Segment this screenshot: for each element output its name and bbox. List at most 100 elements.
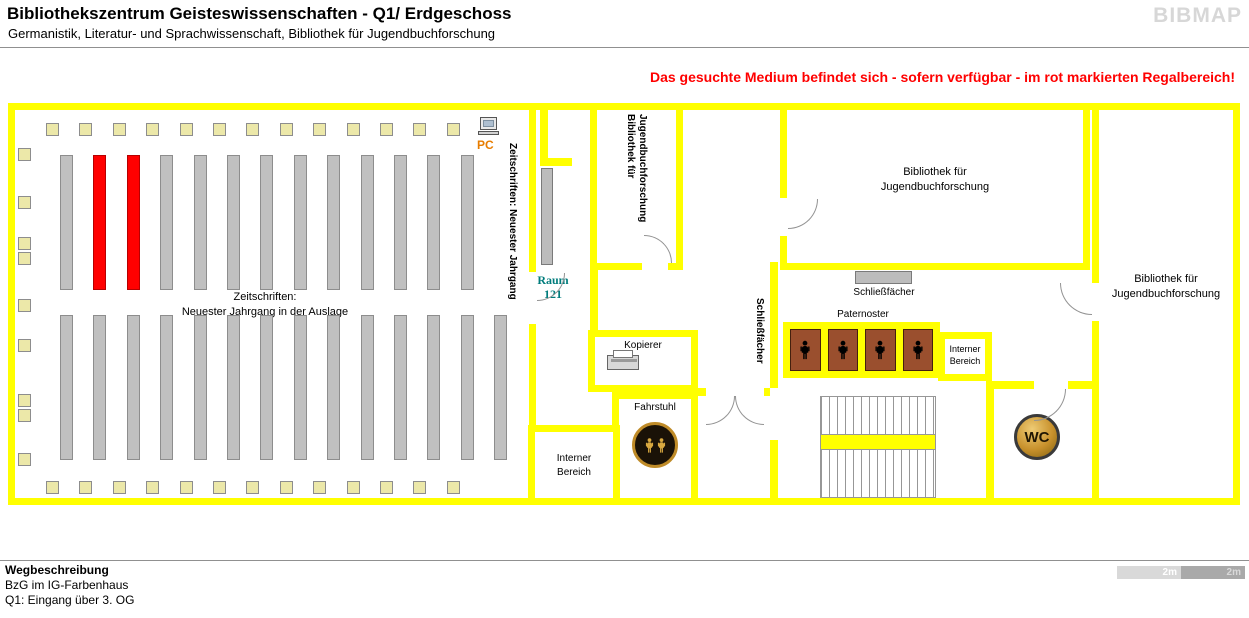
shelf-top-1 [60, 155, 73, 290]
shelf-top-10 [360, 155, 374, 290]
wall-shelf-top-12 [413, 123, 427, 136]
shelf-bottom-9 [327, 315, 341, 460]
wall-shelf-bottom-4 [146, 481, 160, 494]
interner-left-label: Interner Bereich [535, 452, 613, 479]
lockers-label: Schließfächer [853, 287, 915, 298]
paternoster-cabin [865, 329, 896, 371]
jugendbuch-right-line2: Jugendbuchforschung [1111, 287, 1221, 300]
interner-right-line2: Bereich [949, 356, 981, 367]
shelf-bottom-4 [160, 315, 174, 460]
jugendbuch-right-label: Bibliothek für Jugendbuchforschung [1099, 272, 1233, 302]
elevator-person-icon [645, 437, 653, 453]
highlight-notice: Das gesuchte Medium befindet sich - sofe… [649, 69, 1235, 85]
wall-shelf-bottom-11 [380, 481, 393, 494]
room-interner-bereich-left: Interner Bereich [528, 425, 620, 505]
shelf-bottom-5 [193, 315, 207, 460]
jugendbuch-top-line1: Bibliothek für [903, 166, 967, 178]
paternoster-cabin [790, 329, 821, 371]
staircase [820, 396, 936, 498]
stair-landing [820, 435, 936, 449]
wall-shelf-top-7 [246, 123, 260, 136]
shelf-bottom-1 [60, 315, 73, 460]
paternoster-block [783, 322, 940, 378]
shelf-top-6 [227, 155, 240, 290]
room-kopierer: Kopierer [588, 330, 698, 392]
lockers [855, 271, 912, 284]
wall-mid-lower [770, 440, 778, 498]
jugendbuch-top-label: Bibliothek für Jugendbuchforschung [787, 165, 1083, 195]
shelf-top-11 [394, 155, 407, 290]
pc-keyboard-icon [478, 131, 499, 135]
wall-shelf-top-5 [179, 123, 193, 136]
hall-center-label-line2: Neuester Jahrgang in der Auslage [181, 305, 349, 318]
wall-shelf-top-13 [446, 123, 460, 136]
wall-alcove-vertical [540, 110, 548, 158]
stair-flight-upper [820, 396, 936, 435]
shelf-bottom-7 [260, 315, 274, 460]
person-icon [800, 340, 810, 360]
wall-wc-right [1068, 381, 1092, 389]
room-jugendbuch-right: Bibliothek für Jugendbuchforschung [1092, 103, 1240, 505]
wall-shelf-bottom-10 [346, 481, 360, 494]
shelf-bottom-11 [394, 315, 407, 460]
wall-shelf-bottom-12 [413, 481, 427, 494]
shelf-bottom-6 [227, 315, 240, 460]
room-fahrstuhl: Fahrstuhl [612, 392, 698, 505]
jugendbuch-vertical-line2: Jugendbuchforschung [637, 114, 648, 223]
jugendbuch-top-line2: Jugendbuchforschung [880, 180, 990, 193]
wall-shelf-left-2 [18, 196, 31, 209]
header-divider [0, 47, 1249, 48]
wall-shelf-top-2 [79, 123, 93, 136]
door-arc [735, 396, 764, 425]
hall-center-label-line1: Zeitschriften: [233, 291, 297, 303]
wall-shelf-left-7 [18, 394, 31, 407]
map-scale: 2m 2m [1117, 566, 1245, 579]
hall-center-label: Zeitschriften: Neuester Jahrgang in der … [105, 290, 425, 320]
shelf-top-9 [327, 155, 341, 290]
wall-shelf-bottom-6 [213, 481, 226, 494]
shelf-top-13 [460, 155, 474, 290]
pc-label: PC [477, 138, 494, 152]
wall-shelf-top-4 [146, 123, 160, 136]
shelf-bottom-12 [427, 315, 441, 460]
shelf-highlighted-top-3 [126, 155, 140, 290]
wall-corridor [590, 270, 598, 330]
schliessfaecher-vertical-label: Schließfächer [754, 298, 765, 364]
wall-shelf-bottom-3 [112, 481, 126, 494]
footer-divider [0, 560, 1249, 561]
jugendbuch-right-line1: Bibliothek für [1134, 273, 1198, 285]
page-subtitle: Germanistik, Literatur- und Sprachwissen… [8, 26, 496, 41]
wall-shelf-top-10 [346, 123, 360, 136]
wall-wc-left [994, 381, 1034, 389]
room-interner-bereich-right: Interner Bereich [938, 332, 992, 381]
hall-side-label: Zeitschriften: Neuester Jahrgang [507, 143, 518, 300]
wall-shelf-top-1 [46, 123, 59, 136]
main-hall: Zeitschriften: Neuester Jahrgang in der … [8, 103, 536, 505]
wall-shelf-bottom-5 [179, 481, 193, 494]
pc-monitor-icon [480, 117, 497, 130]
wall-shelf-top-8 [279, 123, 293, 136]
stair-flight-lower [820, 449, 936, 498]
interner-left-line1: Interner [556, 453, 592, 464]
wall-shelf-left-1 [18, 148, 31, 161]
wall-shelf-top-11 [380, 123, 393, 136]
shelf-bottom-8 [293, 315, 307, 460]
main-hall-inner: Zeitschriften: Neuester Jahrgang in der … [15, 110, 529, 498]
wall-shelf-bottom-7 [246, 481, 260, 494]
wc-icon: WC [1014, 414, 1060, 460]
shelf-top-4 [160, 155, 174, 290]
jugendbuch-vertical-line1: Bibliothek für [625, 114, 636, 179]
wall-stairs-right [986, 381, 994, 498]
wall-shelf-left-5 [18, 299, 31, 312]
wall-door-stub-left [698, 388, 706, 396]
paternoster-cabin [902, 329, 933, 371]
corridor-shelf [541, 168, 553, 265]
door-opening [529, 272, 536, 324]
scale-segment-light: 2m [1117, 566, 1181, 579]
wall-alcove-horizontal [540, 158, 572, 166]
bibmap-logo: BIBMAP [1153, 4, 1242, 27]
copier-icon [607, 350, 639, 370]
room-jugendbuch-top: Bibliothek für Jugendbuchforschung [780, 103, 1090, 270]
shelf-bottom-10 [360, 315, 374, 460]
person-icon [913, 340, 923, 360]
